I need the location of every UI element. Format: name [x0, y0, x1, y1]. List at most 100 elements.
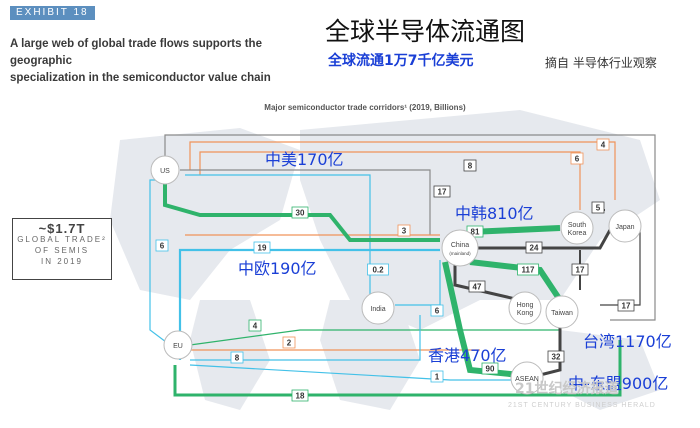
flow-label-value: 90 [486, 365, 495, 374]
flow-label-box [430, 370, 444, 383]
annotation-taiwan: 台湾1170亿 [583, 332, 672, 351]
flow-us-japan [189, 141, 616, 200]
flow-label-box [155, 239, 169, 252]
flow-label-box [367, 263, 389, 276]
node-label: US [160, 168, 170, 175]
node-sublabel: Kong [517, 310, 533, 317]
flow-label-box [517, 263, 539, 276]
flow-label-box [253, 241, 271, 254]
flow-label-box [463, 159, 477, 172]
node-circle [608, 209, 642, 243]
flow-label-box [397, 224, 411, 237]
flow-taiwan-japan [600, 230, 641, 306]
flow-label-box [525, 241, 543, 254]
flow-eu-asean-green [173, 340, 622, 397]
flow-label-value: 3 [402, 227, 407, 236]
node-label: Japan [615, 224, 634, 231]
flow-label-value: 32 [552, 353, 561, 362]
flow-china-japan [470, 229, 612, 250]
flow-label-box [547, 350, 565, 363]
node-india: India [361, 291, 395, 325]
flow-label-value: 17 [576, 266, 585, 275]
global-trade-callout: ~$1.7T GLOBAL TRADE² OF SEMIS IN 2019 [12, 218, 112, 280]
node-label: Taiwan [551, 310, 573, 317]
flow-label-value: 18 [296, 392, 305, 401]
flow-label-box [571, 263, 589, 276]
flow-label-box [248, 319, 262, 332]
node-label: EU [173, 343, 183, 350]
global-trade-line-2: OF SEMIS [34, 246, 90, 255]
flow-label-box [291, 389, 309, 402]
flow-label-value: 2 [287, 339, 292, 348]
node-sublabel: Korea [568, 230, 587, 237]
flow-us-korea [199, 151, 581, 210]
node-asean: ASEAN [510, 361, 544, 395]
global-trade-value: ~$1.7T [38, 221, 86, 236]
flow-us-china [163, 180, 440, 242]
flow-label-value: 8 [235, 354, 240, 363]
annotation-hong-kong: 香港470亿 [428, 346, 507, 365]
flow-eu-china-blue [178, 248, 440, 360]
flow-china-taiwan [469, 259, 563, 302]
node-china: China(mainland) [441, 229, 479, 267]
flow-label-value: 117 [522, 266, 535, 275]
flow-label-value: 47 [473, 283, 482, 292]
global-trade-line-1: GLOBAL TRADE² [17, 235, 107, 244]
annotation-china-eu: 中欧190亿 [238, 259, 317, 278]
node-taiwan: Taiwan [545, 295, 579, 329]
node-circle [163, 330, 193, 360]
node-circle [361, 291, 395, 325]
node-circle [441, 229, 479, 267]
node-circle [150, 155, 180, 185]
flow-label-value: 17 [438, 188, 447, 197]
flow-label-box [430, 304, 444, 317]
exhibit-badge: EXHIBIT 18 [10, 6, 95, 20]
flow-label-value: 8 [468, 162, 473, 171]
flow-label-box [230, 351, 244, 364]
flow-label-value: 6 [435, 307, 440, 316]
flow-label-value: 4 [601, 141, 606, 150]
flow-label-value: 5 [596, 204, 601, 213]
flow-eu-asean-blue [189, 364, 520, 381]
node-label: ASEAN [515, 376, 539, 383]
chinese-subtitle: 全球流通1万7千亿美元 [328, 53, 474, 69]
flow-label-box [596, 138, 610, 151]
node-label: Hong [517, 302, 534, 309]
watermark-chinese: 21世纪经济报道 [515, 381, 619, 397]
chinese-source: 摘自 半导体行业观察 [545, 56, 657, 70]
flow-label-value: 6 [575, 155, 580, 164]
flow-label-box [468, 280, 486, 293]
node-label: China [451, 242, 469, 249]
watermark-english: 21ST CENTURY BUSINESS HERALD [508, 402, 656, 409]
global-trade-line-3: IN 2019 [40, 257, 84, 266]
flow-label-box [570, 152, 584, 165]
node-circle [510, 361, 544, 395]
flow-taiwan-asean [539, 320, 562, 377]
annotation-china-korea: 中韩810亿 [455, 204, 534, 223]
diagram-caption: Major semiconductor trade corridors¹ (20… [264, 103, 466, 112]
flow-label-box [433, 185, 451, 198]
flow-label-value: 6 [160, 242, 165, 251]
flow-label-value: 81 [471, 228, 480, 237]
node-japan: Japan [608, 209, 642, 243]
flow-us-india [185, 174, 371, 300]
chinese-title: 全球半导体流通图 [325, 17, 526, 46]
node-eu: EU [163, 330, 193, 360]
node-circle [560, 211, 594, 245]
flow-china-hk [453, 262, 521, 302]
flow-china-korea [469, 225, 561, 235]
flow-label-box [282, 336, 296, 349]
flow-us-taiwan [164, 134, 656, 321]
heading-line-2: specialization in the semiconductor valu… [10, 72, 271, 84]
node-label: India [370, 306, 385, 313]
flow-label-value: 24 [530, 244, 539, 253]
flow-label-box [617, 299, 635, 312]
heading-line-1: A large web of global trade flows suppor… [10, 38, 262, 67]
annotation-china-asean: 中-东盟900亿 [568, 374, 669, 393]
flow-label-value: 0.2 [372, 266, 384, 275]
node-circle [508, 291, 542, 325]
